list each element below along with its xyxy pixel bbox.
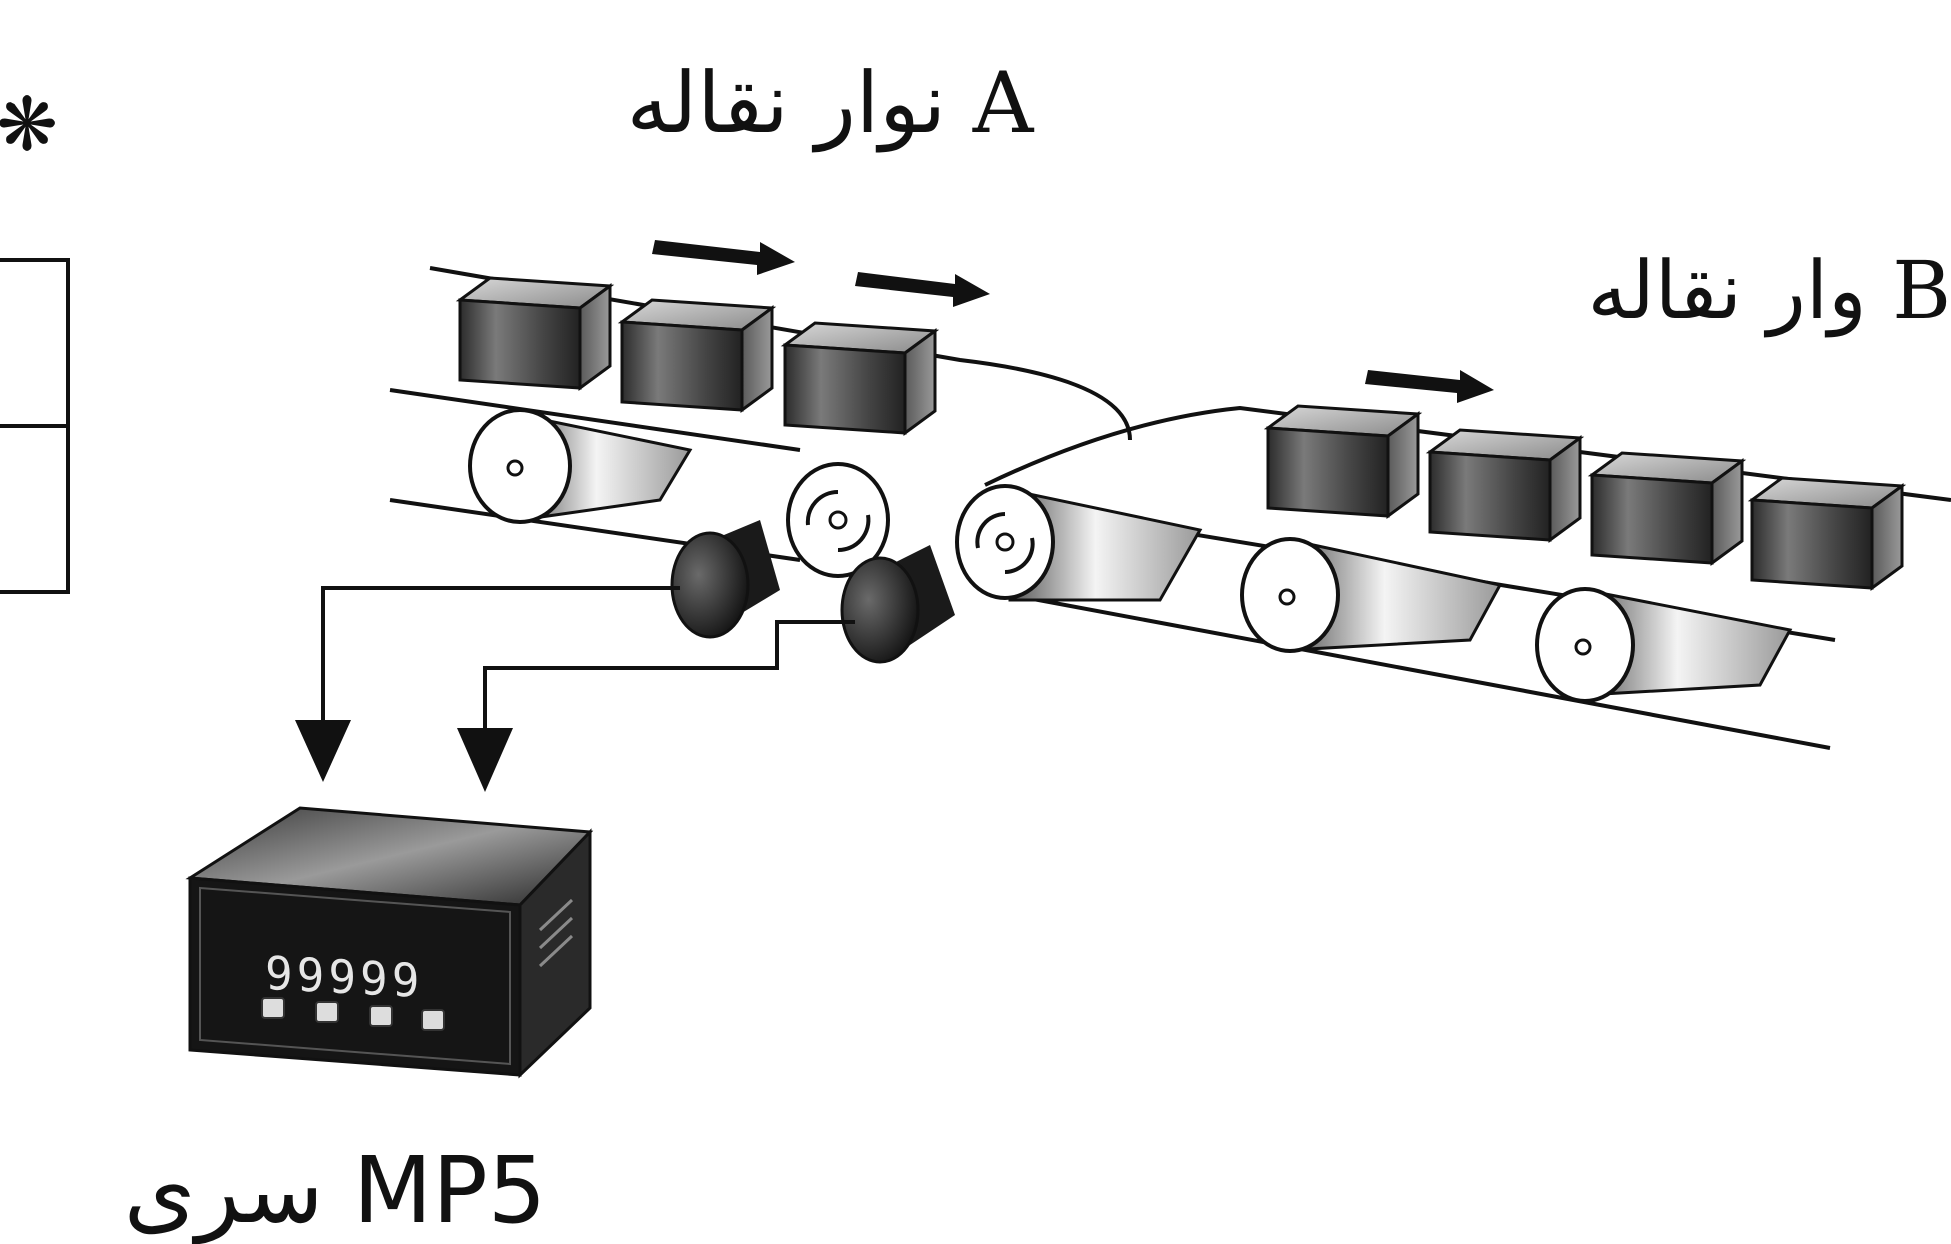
conveyor-box — [780, 321, 940, 436]
roller-b-right — [1535, 587, 1793, 703]
arrow-down-icon — [457, 728, 513, 792]
conveyor-box — [1587, 451, 1747, 566]
conveyor-box — [1747, 476, 1907, 591]
conveyor-box — [617, 298, 777, 413]
arrow-right-icon — [652, 240, 795, 275]
sensor-a — [670, 520, 780, 639]
asterisk-icon: ❋ — [0, 82, 58, 168]
roller-b-drive — [955, 484, 1203, 602]
device-buttons — [261, 997, 445, 1031]
arrow-right-icon — [855, 272, 990, 307]
arrow-right-icon — [1365, 370, 1494, 403]
conveyor-a-label: نوار نقاله A — [627, 54, 1035, 153]
counter-display: 99999 — [265, 946, 423, 1008]
device-label: سری MP5 — [124, 1137, 547, 1244]
table-frame — [0, 258, 70, 594]
signal-wires — [321, 586, 855, 740]
counter-device: 99999 — [185, 806, 594, 1079]
direction-arrows — [652, 240, 1494, 403]
conveyor-b-label: وار نقاله B — [1587, 244, 1951, 338]
roller-b-middle — [1240, 537, 1503, 653]
vent-grille — [538, 898, 574, 968]
conveyor-box — [455, 276, 615, 391]
arrow-down-icon — [295, 720, 351, 782]
sensor-b — [840, 545, 955, 664]
roller-a-left — [468, 408, 693, 524]
conveyor-box — [1425, 428, 1585, 543]
conveyor-box — [1263, 404, 1423, 519]
boxes — [455, 276, 1907, 591]
roller-a-drive — [786, 462, 890, 578]
